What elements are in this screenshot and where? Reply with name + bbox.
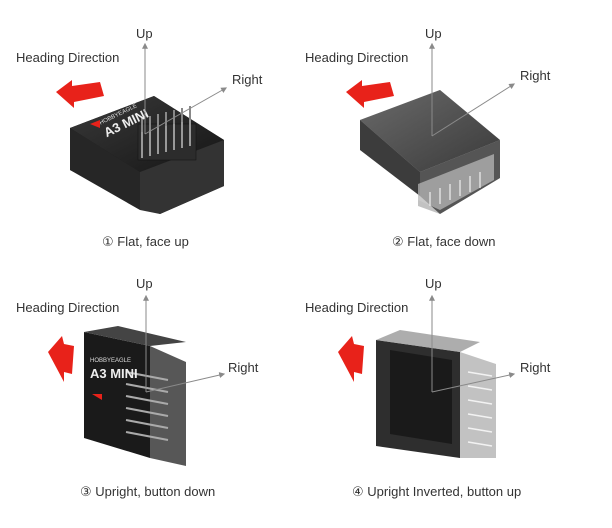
right-axis-arrow-icon <box>431 83 516 137</box>
device-image <box>360 90 500 214</box>
panel-upright-inverted-button-up: Heading Direction Up Right ④ Upright Inv… <box>305 276 551 499</box>
caption: ① Flat, face up <box>102 234 189 249</box>
right-axis-arrow-icon <box>431 372 516 393</box>
device-image <box>376 330 496 458</box>
device-brand: HOBBYEAGLE <box>90 358 131 364</box>
heading-direction-label: Heading Direction <box>16 300 119 315</box>
device-model: A3 MINI <box>90 366 138 381</box>
right-axis-arrow-icon <box>144 87 228 135</box>
right-label: Right <box>232 72 263 87</box>
device-image: HOBBYEAGLE A3 MINI <box>70 96 224 214</box>
right-label: Right <box>520 360 551 375</box>
up-label: Up <box>425 276 442 291</box>
right-axis-arrow-icon <box>145 372 226 393</box>
panel-upright-button-down: Heading Direction Up Right HOBBYEAGLE A3… <box>16 276 259 499</box>
device-image: HOBBYEAGLE A3 MINI <box>84 326 186 466</box>
right-label: Right <box>228 360 259 375</box>
up-label: Up <box>136 26 153 41</box>
caption: ④ Upright Inverted, button up <box>352 484 521 499</box>
heading-arrow-icon <box>48 336 74 382</box>
right-label: Right <box>520 68 551 83</box>
up-label: Up <box>425 26 442 41</box>
heading-arrow-icon <box>56 80 104 108</box>
panel-flat-face-up: Heading Direction Up Right HOBBYEAGLE A3… <box>16 26 263 249</box>
caption: ② Flat, face down <box>392 234 495 249</box>
heading-direction-label: Heading Direction <box>16 50 119 65</box>
heading-arrow-icon <box>338 336 364 382</box>
panel-flat-face-down: Heading Direction Up Right ② Flat, face … <box>305 26 551 249</box>
heading-direction-label: Heading Direction <box>305 50 408 65</box>
heading-arrow-icon <box>346 80 394 108</box>
heading-direction-label: Heading Direction <box>305 300 408 315</box>
up-label: Up <box>136 276 153 291</box>
caption: ③ Upright, button down <box>80 484 215 499</box>
